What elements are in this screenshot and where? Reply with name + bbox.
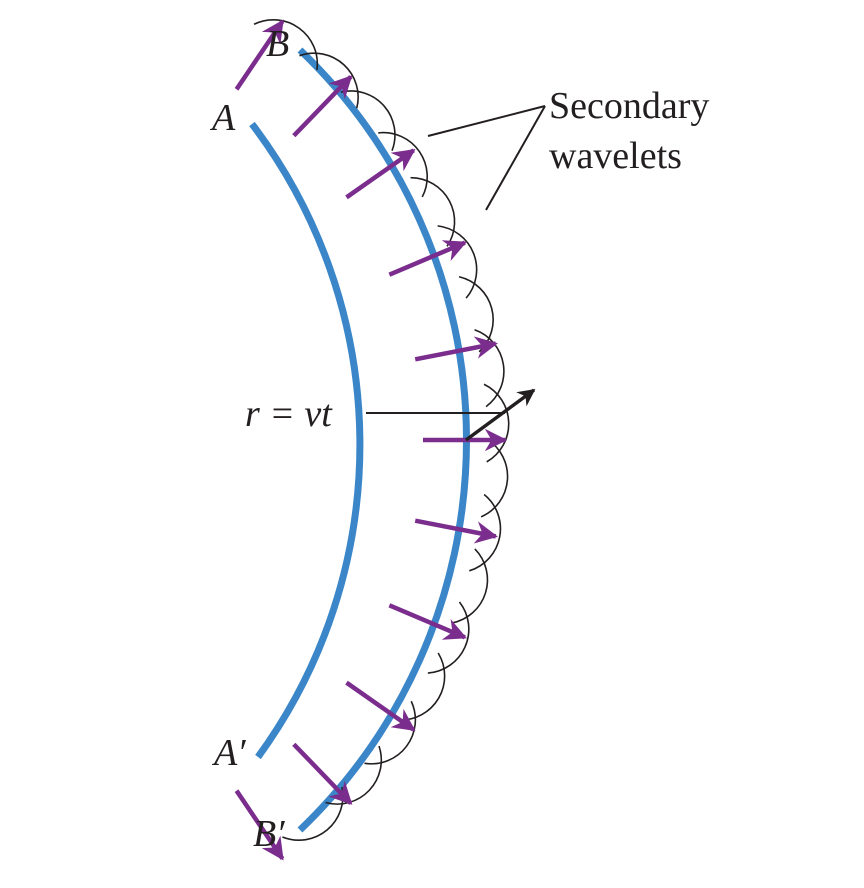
wavelet-arc	[474, 329, 505, 408]
label-radius: r = vt	[245, 393, 333, 435]
ray-arrows	[234, 19, 508, 861]
wavelet-leader-line-2	[485, 105, 546, 211]
radius-arrow	[464, 388, 536, 442]
label-a-top: A	[209, 97, 236, 139]
label-b-top: B	[266, 23, 289, 65]
ray-arrow	[345, 148, 416, 200]
label-a-bottom: A′	[211, 732, 246, 774]
wavelet-arc	[378, 131, 429, 198]
wavelet-arc	[451, 548, 489, 624]
ray-arrow	[292, 742, 353, 805]
wavelet-leader-line-1	[427, 105, 546, 137]
wavelet-arc	[410, 176, 456, 247]
wavelet-arc	[299, 52, 359, 109]
ray-arrow	[234, 19, 285, 91]
label-secondary-line1: Secondary	[549, 85, 709, 127]
ray-arrow	[292, 75, 353, 138]
wavelet-arc	[427, 601, 470, 674]
ray-arrow	[388, 603, 467, 640]
ray-arrow	[388, 240, 467, 277]
label-secondary-line2: wavelets	[549, 135, 682, 177]
ray-arrow	[414, 336, 498, 362]
ray-arrow	[234, 789, 285, 861]
ray-arrow	[414, 518, 498, 544]
wavefront-a	[249, 121, 364, 760]
label-b-bottom: B′	[253, 813, 285, 855]
wavelet-arc	[483, 383, 510, 463]
wavelet-arc	[340, 90, 396, 151]
wavelet-arc	[458, 275, 494, 353]
wavelet-arc	[437, 225, 478, 299]
wavelet-arc	[469, 493, 502, 572]
ray-arrow	[345, 680, 416, 732]
